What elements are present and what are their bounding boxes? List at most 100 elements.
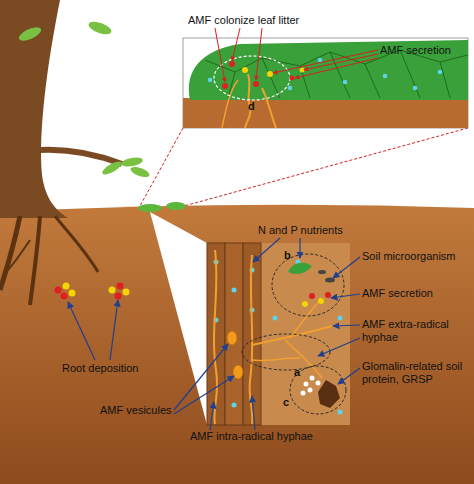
amf-vesicle — [227, 331, 237, 345]
secretion-dot — [325, 292, 331, 298]
leader-arrow — [331, 294, 360, 298]
amf-dot — [267, 71, 273, 77]
callout-label: AMF extra-radical hyphae — [362, 318, 462, 344]
leader-arrow — [210, 402, 214, 430]
secretion-dot — [290, 76, 295, 81]
callout-letter: a — [294, 366, 300, 379]
leader-line — [256, 28, 262, 80]
nutrient-dot — [288, 86, 293, 91]
nutrient-dot — [438, 70, 443, 75]
soil-ground — [0, 205, 474, 484]
callout-label: AMF intra-radical hyphae — [190, 430, 313, 443]
nutrient-dot — [273, 316, 278, 321]
callout-label: Root deposition — [62, 362, 138, 375]
tree-leaf — [120, 156, 143, 168]
deposition-dot — [123, 289, 130, 296]
soil-microorganism — [318, 270, 326, 274]
grsp-dot — [301, 391, 306, 396]
zoom-circle — [290, 366, 346, 414]
nutrient-dot — [318, 58, 323, 63]
root-cell — [207, 243, 225, 425]
leader-arrow — [318, 338, 360, 356]
callout-label: AMF vesicules — [100, 404, 172, 417]
leader-arrow — [68, 302, 95, 360]
amf-hypha — [222, 80, 238, 128]
leader-arrow — [333, 257, 360, 278]
leaf-vein — [205, 50, 468, 98]
leader-arrow — [253, 238, 280, 262]
secretion-dot — [302, 301, 308, 307]
leader-line — [304, 54, 378, 70]
extra-radical-hypha — [290, 300, 320, 338]
leader-arrow — [252, 396, 255, 430]
callout-label: AMF secretion — [380, 44, 451, 57]
callout-letter: b — [284, 249, 291, 262]
tree-branch — [40, 150, 122, 164]
deposition-dot — [55, 287, 62, 294]
callout-letter: c — [283, 396, 289, 409]
deposition-dot — [63, 283, 70, 290]
nutrient-dot — [383, 74, 388, 79]
tree-root — [0, 216, 20, 290]
deposition-dot — [115, 293, 122, 300]
callout-label: N and P nutrients — [258, 224, 343, 237]
grsp-dot — [310, 376, 315, 381]
callout-label: Soil microorganism — [362, 250, 456, 263]
zoom-line — [140, 128, 183, 206]
zoom-wedge — [150, 212, 207, 425]
amf-hypha — [262, 88, 276, 128]
litter-leaf — [138, 204, 162, 212]
nutrient-dot — [343, 80, 348, 85]
deposition-dot — [61, 293, 68, 300]
amf-dot — [253, 81, 259, 87]
callout-label: Glomalin-related soil protein, GRSP — [362, 360, 470, 386]
nutrient-dot — [232, 288, 237, 293]
amf-vesicle — [233, 365, 243, 379]
tree-root — [30, 216, 40, 305]
nutrient-dot — [413, 86, 418, 91]
secretion-dot — [309, 293, 315, 299]
leader-arrow — [174, 344, 228, 410]
zoom-circle — [214, 56, 290, 100]
litter-leaf — [166, 202, 186, 210]
grsp-dot — [316, 381, 321, 386]
tree-leaf — [100, 159, 123, 177]
tree-leaf — [129, 165, 151, 179]
callout-label: AMF secretion — [362, 287, 433, 300]
grsp-dot — [304, 382, 309, 387]
deposition-dot — [117, 283, 124, 290]
leader-line — [295, 58, 378, 78]
callout-letter: d — [248, 100, 255, 113]
leader-line — [232, 28, 240, 61]
amf-dot — [242, 67, 248, 73]
leader-arrow — [338, 368, 360, 384]
nutrient-dot — [208, 78, 213, 83]
nutrient-dot — [338, 410, 343, 415]
deposition-dot — [109, 287, 116, 294]
extra-radical-hypha — [252, 358, 300, 361]
callout-label: AMF colonize leaf litter — [188, 14, 299, 27]
soil-inset — [261, 243, 350, 425]
inset-frame — [183, 38, 468, 128]
grsp-dot — [308, 388, 313, 393]
soil-aggregate — [318, 380, 340, 408]
leaf-litter — [189, 40, 468, 100]
leader-arrow — [110, 300, 118, 360]
nutrient-dot — [338, 316, 343, 321]
tree-root — [55, 216, 98, 272]
leader-arrow — [333, 325, 360, 326]
zoom-circle — [242, 334, 330, 370]
deposition-dot — [69, 290, 76, 297]
tree-trunk — [0, 0, 68, 218]
root-cell — [225, 243, 243, 425]
leader-line — [215, 28, 225, 82]
nutrient-dot — [232, 403, 237, 408]
amf-dot — [229, 61, 235, 67]
tree-leaf — [87, 19, 113, 37]
intra-radical-hypha — [214, 250, 217, 424]
litter-fragment — [288, 263, 312, 274]
zoom-line — [184, 128, 468, 206]
